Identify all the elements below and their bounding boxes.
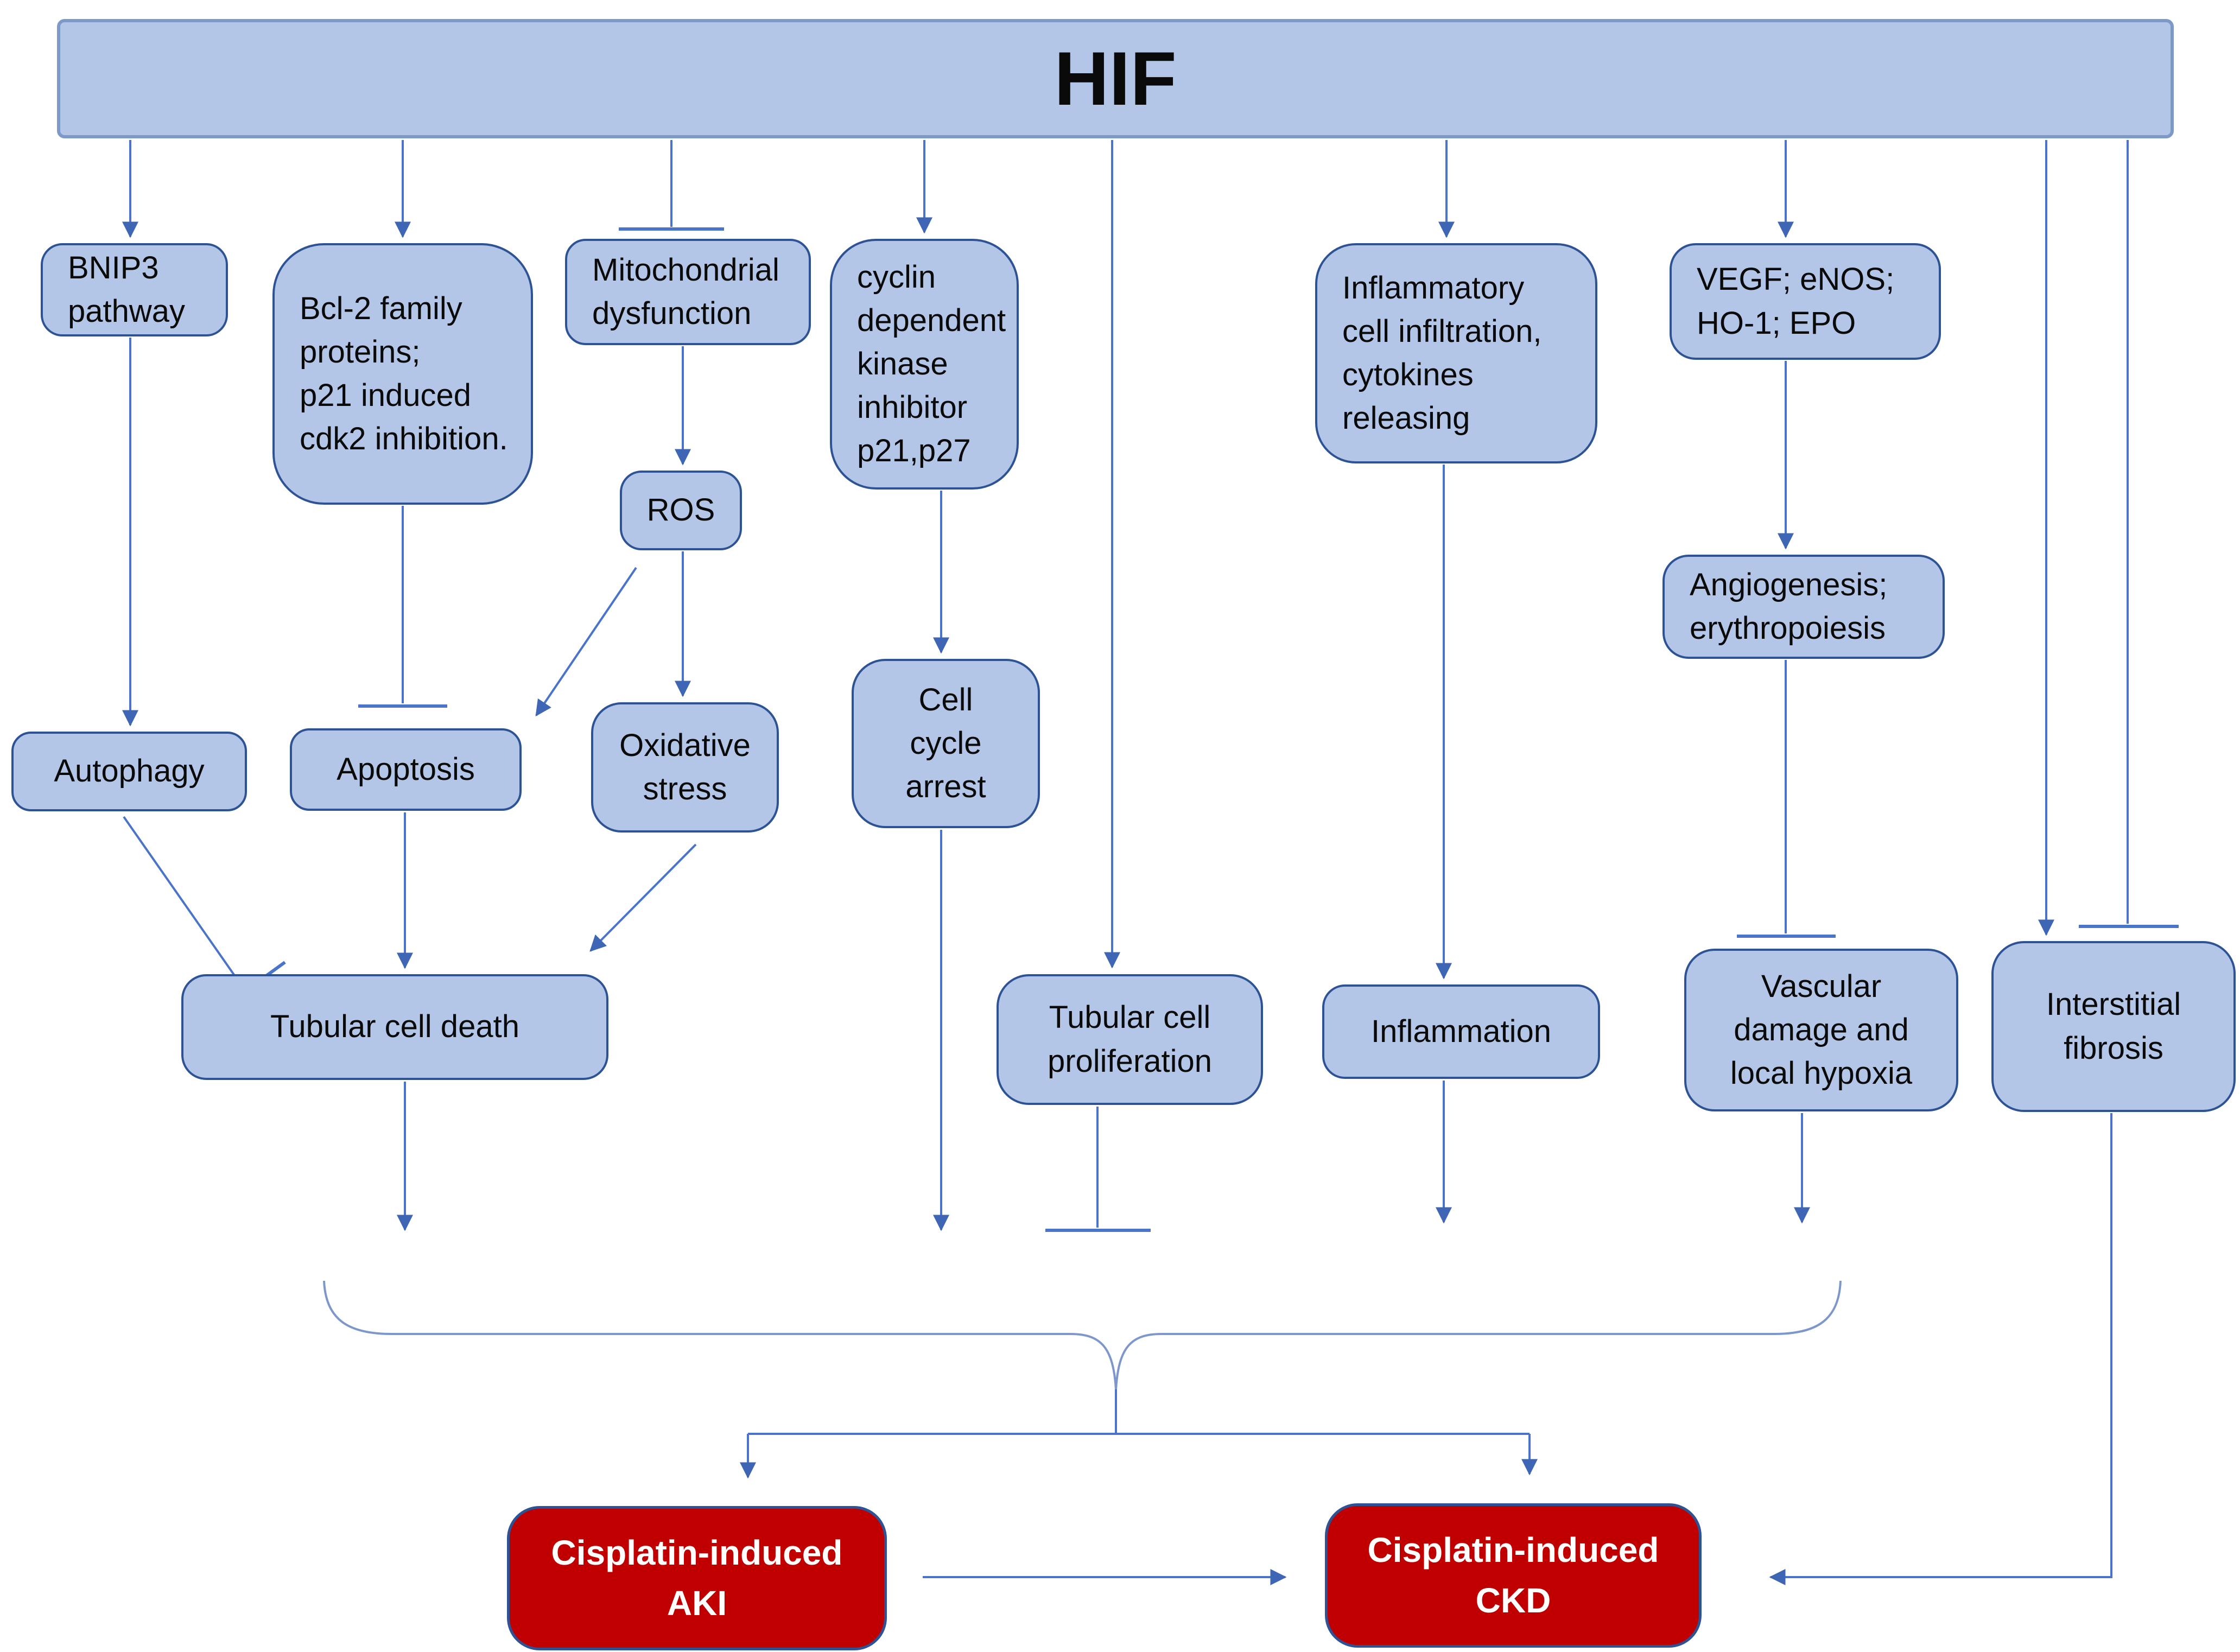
- node-bnip3-pathway: BNIP3 pathway: [41, 243, 228, 336]
- edge-oxidative-tubdeath: [589, 843, 697, 952]
- node-cell-cycle-arrest: Cell cycle arrest: [852, 659, 1040, 828]
- node-tubular-cell-proliferation: Tubular cell proliferation: [997, 974, 1263, 1105]
- node-ros: ROS: [620, 471, 742, 550]
- outcome-brace: [323, 1280, 1842, 1390]
- node-hif: HIF: [57, 19, 2174, 138]
- edge-bcl2-apoptosis-inhibit: [358, 506, 447, 708]
- edge-brace-split: [740, 1389, 1538, 1479]
- node-apoptosis: Apoptosis: [290, 728, 522, 811]
- node-inflammation: Inflammation: [1322, 984, 1600, 1079]
- edge-angio-vascular-inhibit: [1737, 660, 1836, 938]
- node-angiogenesis-erythropoiesis: Angiogenesis; erythropoiesis: [1662, 555, 1945, 659]
- node-mitochondrial-dysfunction: Mitochondrial dysfunction: [565, 239, 811, 345]
- node-cyclin-dependent-kinase-inhibitor: cyclin dependent kinase inhibitor p21,p2…: [830, 239, 1019, 490]
- node-tubular-cell-death: Tubular cell death: [181, 974, 608, 1080]
- node-oxidative-stress: Oxidative stress: [591, 702, 779, 833]
- edge-hif-interstitial-inhibit: [2079, 140, 2179, 928]
- edge-ros-apoptosis: [535, 567, 637, 717]
- node-vascular-damage-local-hypoxia: Vascular damage and local hypoxia: [1684, 949, 1958, 1111]
- node-cisplatin-induced-aki: Cisplatin-induced AKI: [507, 1506, 887, 1650]
- node-interstitial-fibrosis: Interstitial fibrosis: [1991, 941, 2236, 1112]
- edge-tubprolif-brace-inhibit: [1045, 1107, 1151, 1232]
- edge-interstitial-ckd: [1769, 1113, 2112, 1585]
- edge-hif-mito-inhibit: [619, 140, 724, 231]
- node-bcl2-family-proteins: Bcl-2 family proteins; p21 induced cdk2 …: [272, 243, 533, 505]
- node-autophagy: Autophagy: [11, 732, 247, 811]
- node-vegf-enos-ho1-epo: VEGF; eNOS; HO-1; EPO: [1670, 243, 1941, 360]
- node-inflammatory-cell-infiltration: Inflammatory cell infiltration, cytokine…: [1315, 243, 1597, 463]
- node-cisplatin-induced-ckd: Cisplatin-induced CKD: [1325, 1503, 1702, 1648]
